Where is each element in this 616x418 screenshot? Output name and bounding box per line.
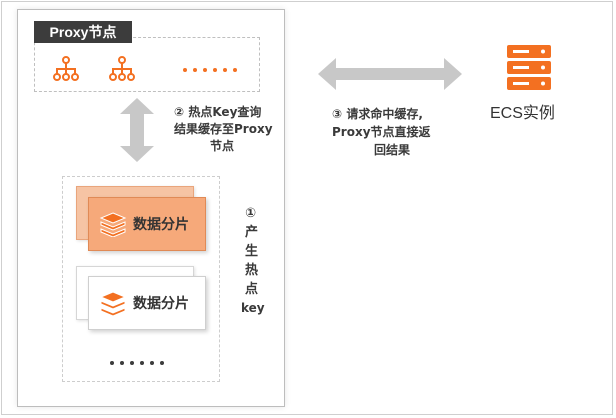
network-tree-icon [109,56,135,81]
horizontal-double-arrow [318,58,462,90]
network-tree-icon [53,56,79,81]
step3-label-line1: ③ 请求命中缓存, [332,107,423,121]
step2-label-line2: 结果缓存至Proxy [174,122,273,136]
database-stack-icon [99,291,127,316]
vertical-double-arrow [120,98,154,162]
more-shards-dots [110,361,164,365]
hot-shard-label: 数据分片 [133,217,189,233]
server-icon [507,45,551,90]
step1-char: 生 [245,244,259,259]
data-shard-group [62,176,220,382]
step1-char: 热 [245,263,259,278]
data-shard: 数据分片 [88,276,206,330]
ecs-instance-label: ECS实例 [490,105,555,122]
shard-label: 数据分片 [133,296,189,312]
redis-cluster-panel [17,9,285,407]
proxy-title: Proxy节点 [34,21,132,43]
step1-char: 产 [245,225,259,240]
database-stack-icon [99,212,127,237]
step1-char: ① [245,206,257,221]
hot-data-shard: 数据分片 [88,197,206,251]
step2-label-line1: ② 热点Key查询 [174,105,262,119]
more-proxy-dots [183,68,237,72]
step2-label-line3: 节点 [210,139,235,153]
proxy-node-row [34,37,260,92]
step1-char: key [241,301,265,315]
step3-label-line2: Proxy节点直接返 [332,125,431,139]
step3-label-line3: 回结果 [374,143,411,157]
step1-char: 点 [245,282,259,297]
